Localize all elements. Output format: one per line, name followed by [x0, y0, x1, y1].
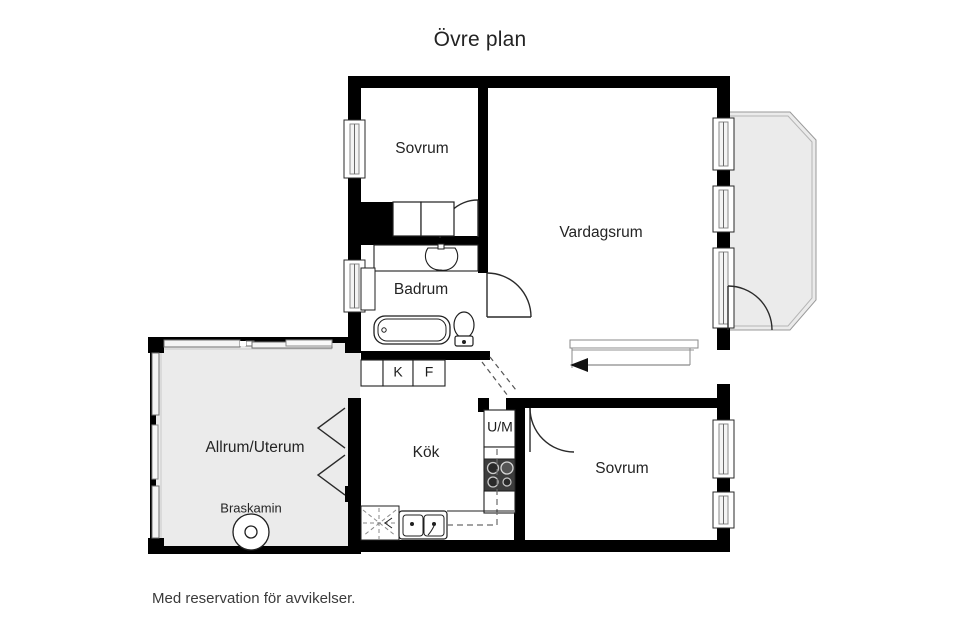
room-label-kok: Kök: [413, 444, 440, 461]
fireplace-icon: [232, 513, 270, 551]
toilet-icon: [453, 311, 475, 347]
door-double-allrum[interactable]: [316, 407, 346, 496]
wall-vertical-upper-interior: [478, 76, 488, 236]
room-label-vardagsrum: Vardagsrum: [559, 224, 642, 241]
conservatory-fill: [723, 111, 817, 331]
windows: [151, 117, 735, 539]
wall-left-exterior-mid1: [348, 178, 361, 260]
badrum-side-cabinet: [360, 267, 376, 311]
window-icon-sunroom-top-1: [163, 339, 241, 348]
wall-sunroom-join-top: [345, 337, 361, 353]
window-icon-right-4: [712, 419, 735, 479]
window-icon-right-1: [712, 117, 735, 171]
counter-corner-detail: [362, 508, 397, 539]
window-icon-right-2: [712, 185, 735, 233]
room-label-badrum: Badrum: [394, 281, 448, 298]
window-icon-sunroom-left-3: [151, 485, 160, 539]
wall-closet-stub: [361, 202, 393, 244]
wall-right-exterior-seg6: [717, 478, 730, 492]
wall-kitchen-corner-post: [478, 398, 489, 412]
wall-badrum-bottom: [361, 351, 454, 360]
door-swing-icon-conservatory[interactable]: [727, 285, 773, 331]
wall-right-exterior-seg2: [717, 170, 730, 186]
wall-badrum-bottom-right: [454, 351, 490, 360]
sliding-door-arrow-icon: [569, 339, 699, 372]
washer-dryer-unit: [483, 409, 516, 448]
kitchen-sink-icon: [398, 510, 448, 540]
window-icon-left-upper: [343, 119, 366, 179]
wall-top-exterior: [348, 76, 730, 88]
fixture-label-braskamin: Braskamin: [220, 500, 281, 515]
closet-1: [392, 201, 422, 237]
wall-left-exterior-lower: [348, 398, 361, 552]
wall-left-exterior-mid2: [348, 312, 361, 340]
allrum-uterum-fill: [150, 340, 360, 552]
wall-kitchen-sovrum-divider: [514, 398, 525, 552]
window-icon-right-5: [712, 491, 735, 529]
window-icon-sunroom-left-2: [151, 424, 159, 480]
washbasin-icon: [424, 243, 459, 271]
glazed-areas: [150, 111, 817, 552]
pantry-units: [360, 359, 446, 387]
wall-vardagsrum-sovrum-divider: [525, 398, 719, 408]
closet-2: [420, 201, 455, 237]
pantry-f-label: F: [425, 364, 434, 380]
room-label-sovrum-top: Sovrum: [395, 140, 448, 157]
wall-right-exterior-seg4: [717, 328, 730, 350]
wall-bottom-exterior: [348, 540, 730, 552]
room-label-allrum-uterum: Allrum/Uterum: [205, 439, 304, 456]
kitchen-counter: [360, 447, 514, 541]
bathroom-fixtures: [360, 243, 479, 347]
wall-sunroom-top: [150, 337, 361, 343]
wall-sunroom-corner-tl: [148, 337, 164, 353]
door-swing-icon-sovrum-bottom[interactable]: [529, 407, 575, 453]
wall-left-exterior-upper: [348, 76, 361, 120]
stove-icon: [483, 458, 516, 492]
opening-dashed-hall: [481, 356, 517, 397]
door-swing-icon-badrum[interactable]: [486, 272, 532, 318]
window-icon-sunroom-top-4: [285, 339, 333, 347]
washer-dryer-label: U/M: [487, 419, 513, 435]
window-icon-left-lower: [343, 259, 366, 313]
wall-sunroom-corner-bl: [148, 538, 164, 554]
pantry-k-label: K: [393, 364, 403, 380]
wall-horizontal-badrum-top: [361, 236, 488, 245]
closets-upper: [392, 201, 455, 237]
bathtub-icon: [373, 315, 451, 345]
wall-right-exterior-seg3: [717, 232, 730, 248]
counter-dashed-run: [447, 447, 498, 526]
pantry-box-f: [412, 359, 446, 387]
wall-sunroom-join-bottom: [345, 486, 361, 502]
window-icon-sunroom-left-1: [151, 352, 160, 416]
counter-unit-bottom: [483, 490, 516, 514]
pantry-box-k: [382, 359, 414, 387]
window-icon-right-3: [712, 247, 735, 329]
wall-right-exterior-seg5: [717, 384, 730, 420]
utility-column: [483, 409, 516, 514]
pantry-box-left: [360, 359, 384, 387]
room-label-sovrum-bottom: Sovrum: [595, 460, 648, 477]
page-title: Övre plan: [433, 28, 527, 51]
wall-badrum-right: [478, 245, 488, 273]
wall-hall-post: [506, 398, 525, 410]
disclaimer-text: Med reservation för avvikelser.: [152, 590, 356, 607]
wall-right-exterior-seg1: [717, 76, 730, 118]
